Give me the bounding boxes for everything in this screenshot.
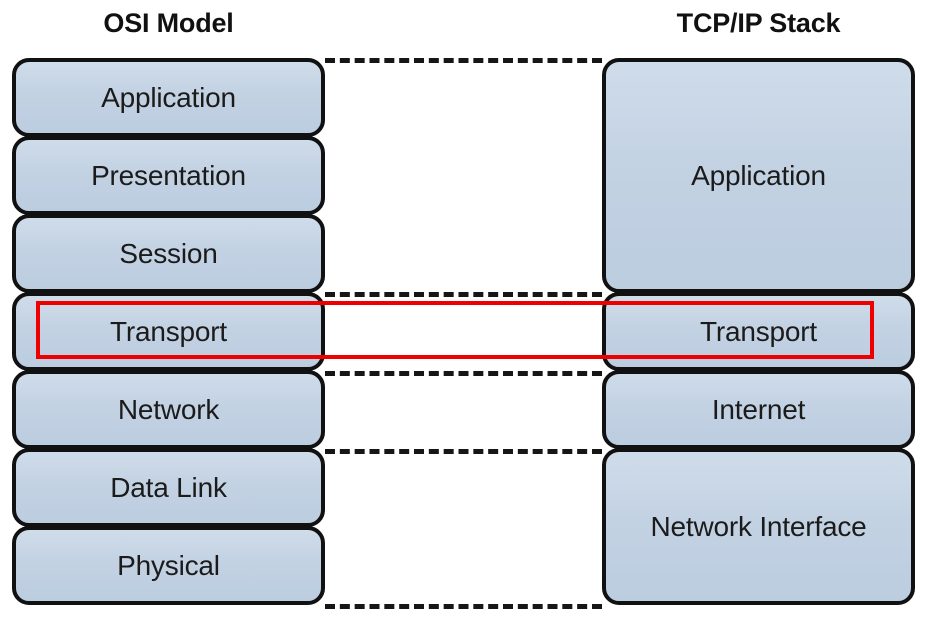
layer-label: Internet	[711, 393, 806, 425]
tcpip-stack-column-header: TCP/IP Stack	[676, 8, 841, 38]
layer-label: Application	[691, 159, 826, 191]
layer-label: Network Interface	[650, 510, 867, 542]
connector-application-top	[325, 58, 602, 63]
layer-label: Application	[101, 81, 236, 113]
tcpip-layer-application[interactable]: Application	[602, 58, 915, 293]
osi-model-column-header: OSI Model	[103, 8, 234, 38]
connector-physical-bottom	[325, 604, 602, 609]
connector-transport-network	[325, 371, 602, 376]
osi-layer-session[interactable]: Session	[12, 214, 325, 293]
tcpip-layer-transport[interactable]: Transport	[602, 292, 915, 371]
osi-layer-presentation[interactable]: Presentation	[12, 136, 325, 215]
osi-layer-data-link[interactable]: Data Link	[12, 448, 325, 527]
osi-layer-physical[interactable]: Physical	[12, 526, 325, 605]
tcpip-layer-internet[interactable]: Internet	[602, 370, 915, 449]
layer-label: Presentation	[91, 159, 246, 191]
layer-label: Physical	[117, 549, 220, 581]
layer-label: Network	[117, 393, 220, 425]
layer-label: Data Link	[110, 471, 227, 503]
osi-layer-application[interactable]: Application	[12, 58, 325, 137]
osi-layer-transport[interactable]: Transport	[12, 292, 325, 371]
layer-label: Session	[119, 237, 218, 269]
connector-session-transport	[325, 292, 602, 297]
connector-network-datalink	[325, 449, 602, 454]
tcpip-layer-network-interface[interactable]: Network Interface	[602, 448, 915, 605]
layer-label: Transport	[110, 315, 227, 347]
osi-layer-network[interactable]: Network	[12, 370, 325, 449]
layer-label: Transport	[700, 315, 817, 347]
